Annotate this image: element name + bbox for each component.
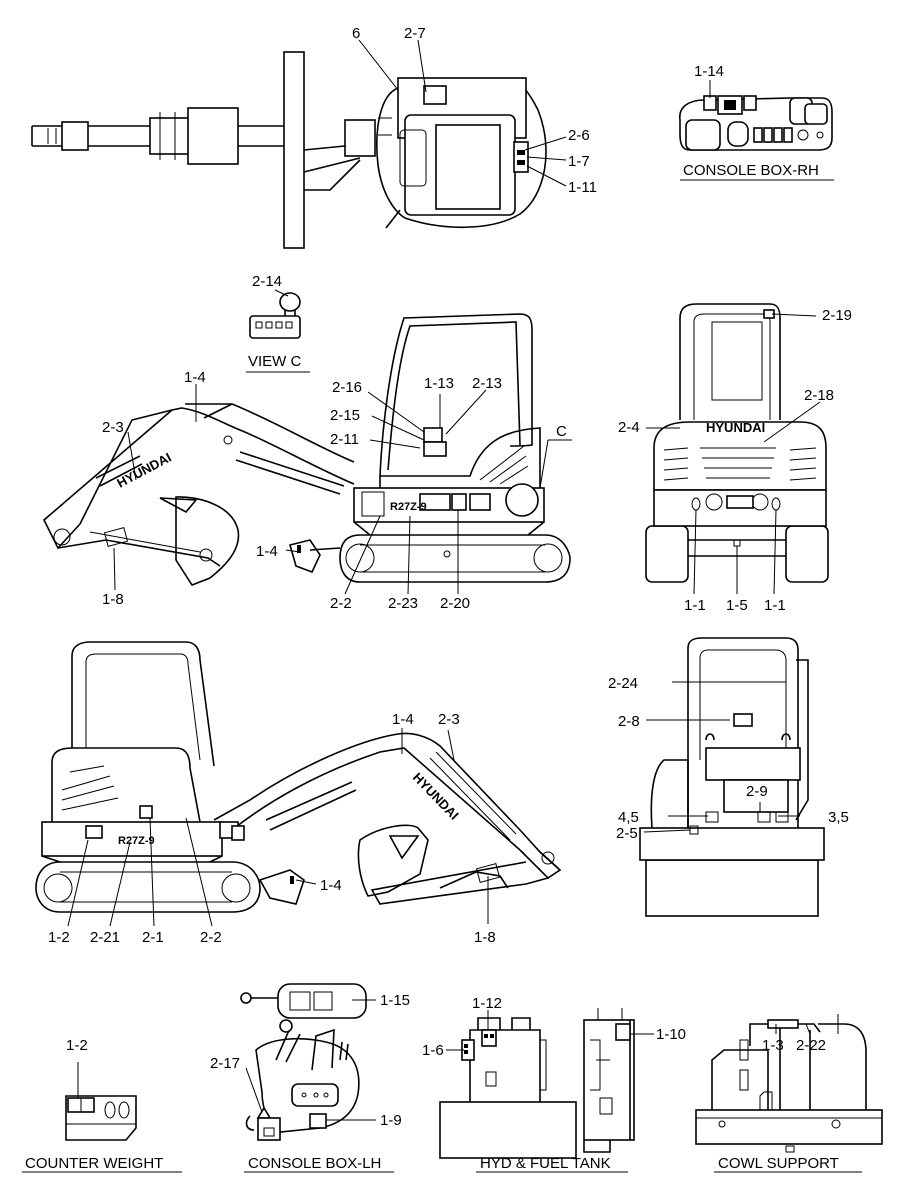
label-2-20: 2-20 bbox=[440, 595, 470, 612]
label-2-14: 2-14 bbox=[252, 273, 282, 290]
label-2-19: 2-19 bbox=[822, 307, 852, 324]
rear-view-drawing bbox=[645, 303, 829, 583]
label-1-12: 1-12 bbox=[472, 995, 502, 1012]
label-2-8: 2-8 bbox=[618, 713, 640, 730]
title-counter-weight: COUNTER WEIGHT bbox=[25, 1155, 163, 1172]
label-1-3: 1-3 bbox=[762, 1037, 784, 1054]
label-2-6: 2-6 bbox=[568, 127, 590, 144]
hyundai-decal-boom-a: HYUNDAI bbox=[114, 450, 173, 491]
hyundai-decal-rear: HYUNDAI bbox=[706, 420, 765, 435]
model-decal-a: R27Z-9 bbox=[390, 501, 427, 513]
label-1-4-b: 1-4 bbox=[256, 543, 278, 560]
label-1-7: 1-7 bbox=[568, 153, 590, 170]
label-1-4-c: 1-4 bbox=[392, 711, 414, 728]
label-1-5: 1-5 bbox=[726, 597, 748, 614]
label-2-24: 2-24 bbox=[608, 675, 638, 692]
label-1-14: 1-14 bbox=[694, 63, 724, 80]
leader-lines-rear bbox=[646, 313, 821, 595]
label-1-6: 1-6 bbox=[422, 1042, 444, 1059]
label-2-23: 2-23 bbox=[388, 595, 418, 612]
leader-lines-console-lh bbox=[245, 999, 376, 1121]
label-2-3-b: 2-3 bbox=[438, 711, 460, 728]
label-1-15: 1-15 bbox=[380, 992, 410, 1009]
label-2-5: 2-5 bbox=[616, 825, 638, 842]
leader-lines-side-right bbox=[113, 384, 572, 595]
label-1-13: 1-13 bbox=[424, 375, 454, 392]
label-1-4-d: 1-4 bbox=[320, 877, 342, 894]
label-2-4: 2-4 bbox=[618, 419, 640, 436]
label-2-22: 2-22 bbox=[796, 1037, 826, 1054]
hyd-fuel-tank-drawing bbox=[439, 1008, 635, 1159]
label-2-11: 2-11 bbox=[330, 431, 359, 448]
label-2-15: 2-15 bbox=[330, 407, 360, 424]
label-2-16: 2-16 bbox=[332, 379, 362, 396]
leader-lines-rear-lower bbox=[643, 681, 800, 833]
label-6: 6 bbox=[352, 25, 360, 42]
title-console-box-rh: CONSOLE BOX-RH bbox=[683, 162, 819, 179]
label-1-2-a: 1-2 bbox=[48, 929, 70, 946]
leader-lines-top bbox=[358, 39, 567, 187]
label-2-21: 2-21 bbox=[90, 929, 120, 946]
leader-lines-cowl bbox=[775, 1023, 811, 1035]
label-2-7: 2-7 bbox=[404, 25, 426, 42]
side-view-right-drawing bbox=[43, 313, 571, 586]
label-1-8-a: 1-8 bbox=[102, 591, 124, 608]
side-view-left-drawing bbox=[35, 641, 562, 913]
title-console-box-lh: CONSOLE BOX-LH bbox=[248, 1155, 381, 1172]
label-3-5: 3,5 bbox=[828, 809, 849, 826]
leader-2-14 bbox=[274, 289, 289, 297]
label-2-17: 2-17 bbox=[210, 1055, 240, 1072]
label-1-8-b: 1-8 bbox=[474, 929, 496, 946]
title-view-c: VIEW C bbox=[248, 353, 302, 370]
leader-lines-side-left bbox=[67, 728, 489, 927]
top-view-drawing bbox=[31, 51, 547, 249]
console-box-lh-drawing bbox=[240, 983, 367, 1141]
cowl-support-drawing bbox=[695, 1014, 883, 1153]
label-1-11: 1-11 bbox=[568, 179, 597, 196]
label-1-1-b: 1-1 bbox=[764, 597, 786, 614]
leader-lines-hyd bbox=[446, 1010, 654, 1051]
label-2-1: 2-1 bbox=[142, 929, 164, 946]
label-1-1-a: 1-1 bbox=[684, 597, 706, 614]
label-1-9: 1-9 bbox=[380, 1112, 402, 1129]
label-2-3-a: 2-3 bbox=[102, 419, 124, 436]
console-box-rh-drawing bbox=[679, 95, 833, 151]
hyundai-decal-boom-b: HYUNDAI bbox=[410, 770, 462, 823]
label-1-10: 1-10 bbox=[656, 1026, 686, 1043]
title-cowl-support: COWL SUPPORT bbox=[718, 1155, 839, 1172]
label-1-2-b: 1-2 bbox=[66, 1037, 88, 1054]
label-2-18: 2-18 bbox=[804, 387, 834, 404]
view-c-drawing bbox=[246, 292, 310, 373]
label-1-4-a: 1-4 bbox=[184, 369, 206, 386]
title-hyd-fuel-tank: HYD & FUEL TANK bbox=[480, 1155, 611, 1172]
model-decal-b: R27Z-9 bbox=[118, 835, 155, 847]
counter-weight-drawing bbox=[65, 1095, 137, 1141]
label-c: C bbox=[556, 423, 567, 440]
rear-view-lower-drawing bbox=[639, 637, 825, 917]
label-2-2-a: 2-2 bbox=[330, 595, 352, 612]
label-2-2-b: 2-2 bbox=[200, 929, 222, 946]
label-2-13: 2-13 bbox=[472, 375, 502, 392]
label-4-5: 4,5 bbox=[618, 809, 639, 826]
label-2-9: 2-9 bbox=[746, 783, 768, 800]
